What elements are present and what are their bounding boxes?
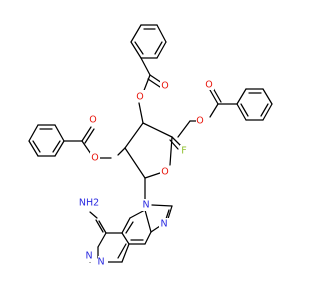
purine-ring [89,204,173,263]
atom-label-ring-oxygen-upper: O [136,92,143,103]
benzoyl-ring-left [28,124,65,157]
atom-label-nitrogen-3: N [97,257,104,268]
atom-label-carbonyl-oxygen-top: O [161,81,168,92]
atom-label-carbonyl-oxygen-right: O [205,80,212,91]
molecule-structure-diagram: O O O O O O O F N N N N NH2 [28,24,273,268]
atom-label-ester-oxygen-left: O [91,153,98,164]
benzoyl-ring-top [130,24,167,59]
bonds [28,24,273,263]
atom-label-fluorine: F [181,146,186,157]
benzoyl-ring-right [236,88,273,121]
atom-labels: O O O O O O O F N N N N NH2 [76,78,214,268]
atom-label-ring-oxygen: O [161,167,168,178]
atom-label-carbonyl-oxygen-left: O [89,115,96,126]
atom-label-nitrogen-1: N [85,251,92,262]
atom-label-ester-oxygen-right: O [196,116,203,127]
atom-label-nitrogen-9: N [142,200,149,211]
atom-label-nitrogen-7: N [160,219,167,230]
atom-label-amine: NH2 [79,198,99,209]
